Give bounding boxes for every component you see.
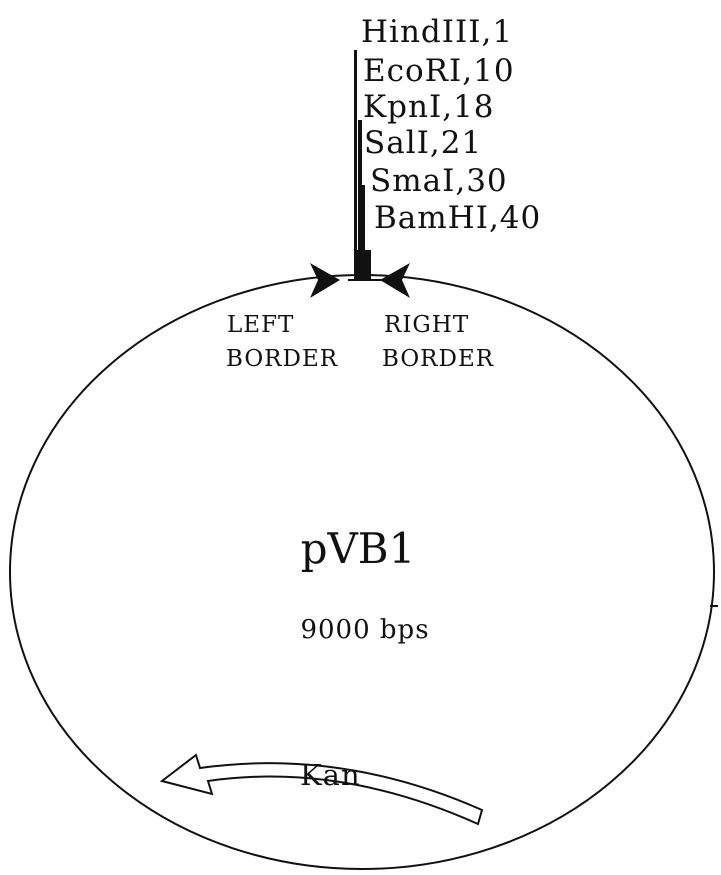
left-border-arrow-icon	[310, 263, 340, 298]
site-label-hindiii: HindIII,1	[361, 14, 513, 50]
left-border-label-line1: LEFT	[227, 312, 294, 338]
plasmid-name: pVB1	[301, 524, 416, 573]
plasmid-size: 9000 bps	[300, 615, 429, 645]
kan-gene-arrow	[159, 753, 484, 826]
polylinker-stem	[348, 50, 382, 281]
site-label-ecori: EcoRI,10	[363, 53, 515, 89]
right-border-label-line2: BORDER	[382, 346, 494, 372]
right-border-arrow-icon	[380, 263, 410, 298]
left-border-label-line2: BORDER	[226, 346, 338, 372]
site-label-kpni: KpnI,18	[363, 89, 495, 125]
kan-gene-label: Kan	[300, 758, 361, 792]
site-label-bamhi: BamHI,40	[374, 200, 541, 236]
site-label-smai: SmaI,30	[370, 163, 508, 199]
site-label-sali: SalI,21	[364, 125, 482, 161]
right-border-label-line1: RIGHT	[384, 312, 469, 338]
